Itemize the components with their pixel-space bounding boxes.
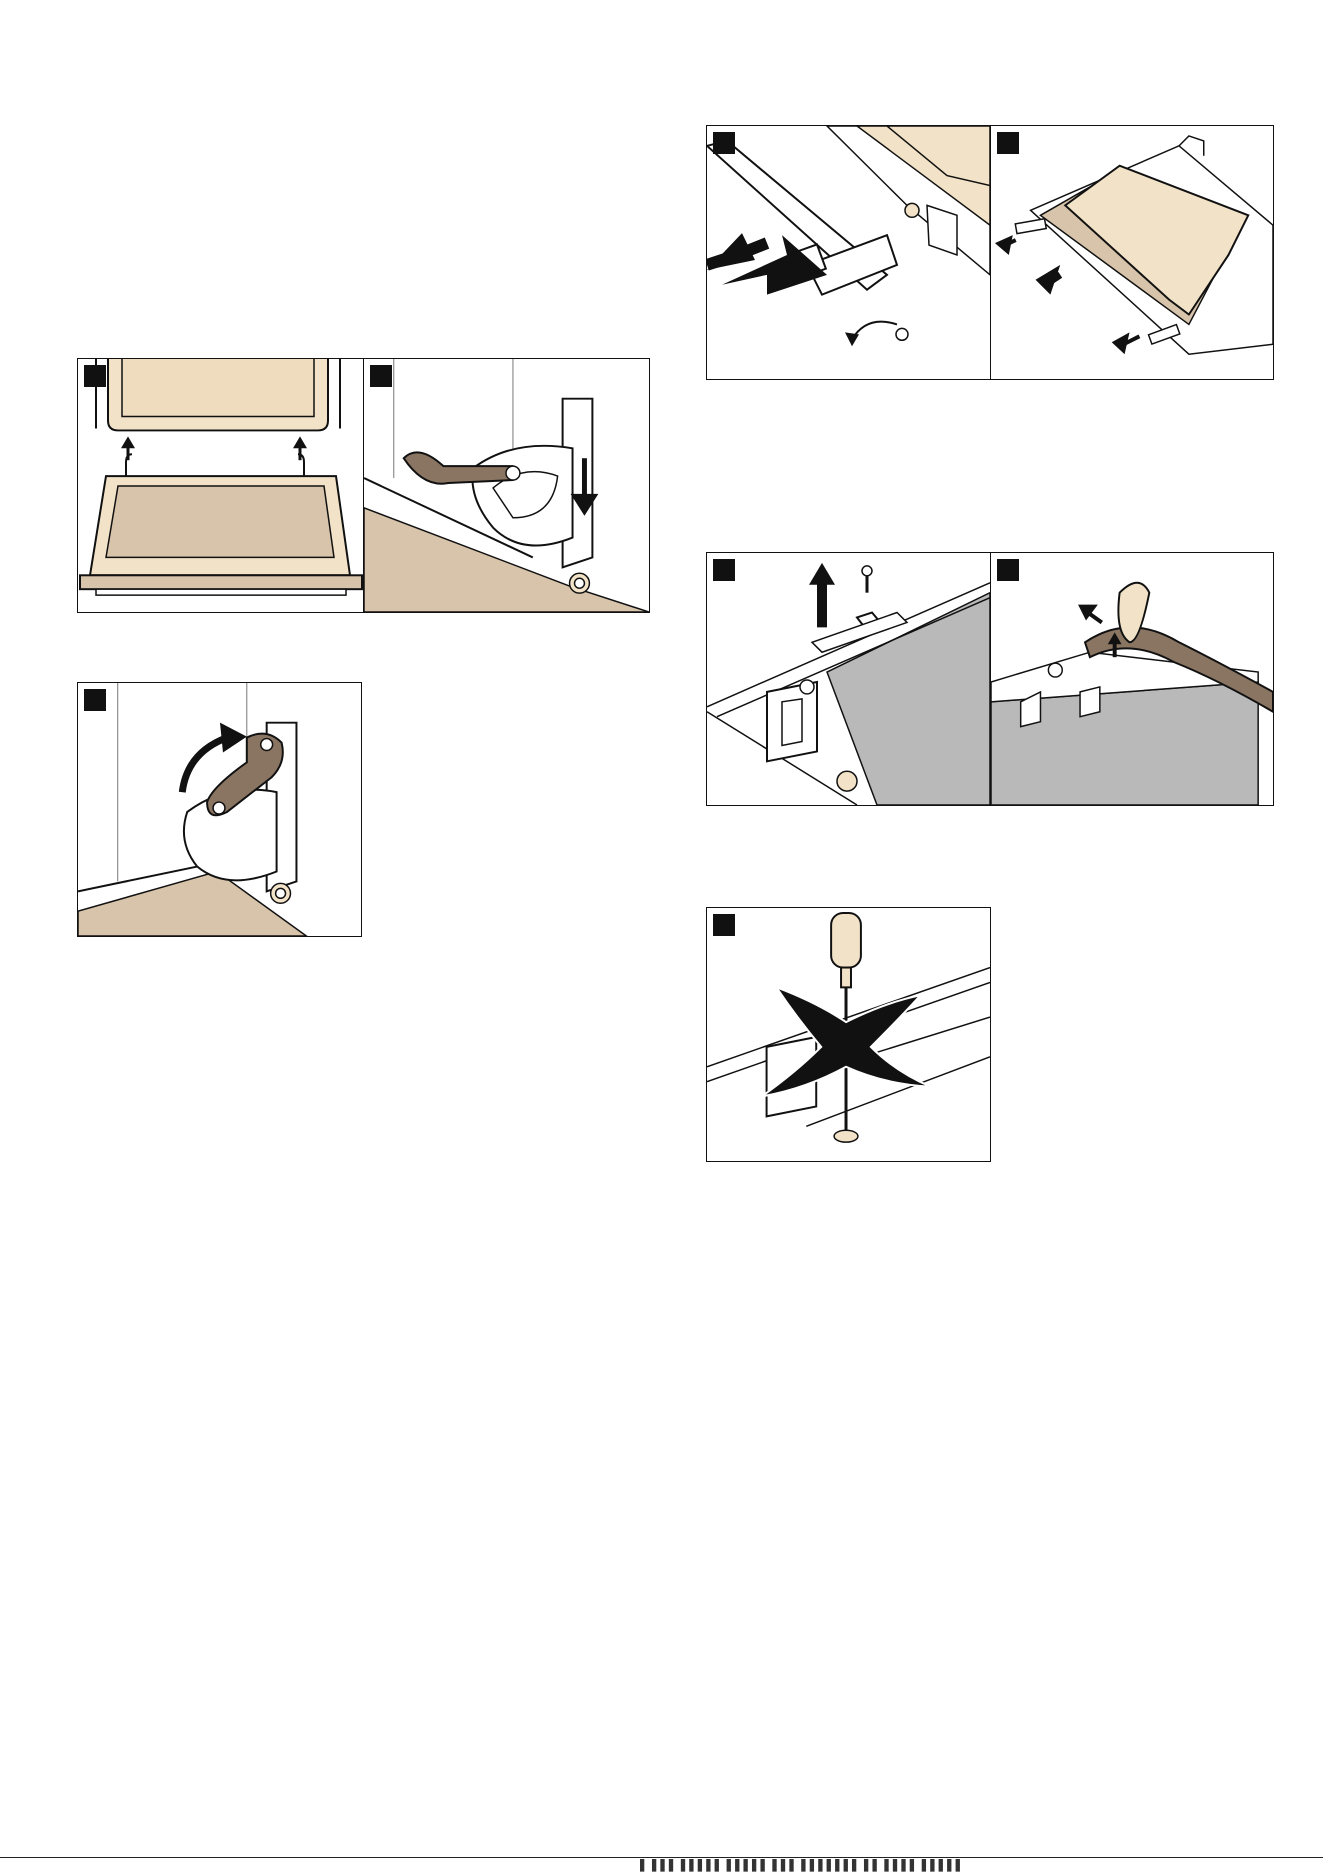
figure-group-2 bbox=[77, 682, 362, 937]
step-marker bbox=[713, 914, 735, 936]
door-seal-removal-illustration bbox=[991, 553, 1273, 805]
step-marker bbox=[370, 365, 392, 387]
figure-group-3 bbox=[706, 125, 1274, 380]
hinge-lever-up-illustration bbox=[78, 683, 361, 936]
step-marker bbox=[997, 559, 1019, 581]
footer-rule bbox=[0, 1857, 1323, 1858]
figure-3 bbox=[78, 683, 361, 936]
figure-5 bbox=[990, 126, 1273, 379]
figure-group-1 bbox=[77, 358, 650, 613]
step-marker bbox=[84, 689, 106, 711]
figure-2 bbox=[363, 359, 649, 612]
figure-4 bbox=[707, 126, 990, 379]
step-marker bbox=[997, 132, 1019, 154]
figure-8 bbox=[707, 908, 990, 1161]
footer-print-code: ▌ ▌▌▌ ▌▌▌▌▌ ▌▌▌▌▌ ▌▌▌ ▌▌▌▌▌▌▌ ▌▌ ▌▌▌▌ ▌▌… bbox=[640, 1859, 964, 1872]
figure-7 bbox=[990, 553, 1273, 805]
retaining-clip-illustration bbox=[707, 553, 990, 805]
step-marker bbox=[713, 559, 735, 581]
glass-pane-removal-illustration bbox=[991, 126, 1273, 379]
oven-door-illustration bbox=[78, 359, 363, 612]
step-marker bbox=[84, 365, 106, 387]
do-not-loosen-screw-illustration bbox=[707, 908, 990, 1161]
figure-6 bbox=[707, 553, 990, 805]
figure-group-5 bbox=[706, 907, 991, 1162]
figure-group-4 bbox=[706, 552, 1274, 806]
cover-strip-removal-illustration bbox=[707, 126, 990, 379]
step-marker bbox=[713, 132, 735, 154]
figure-1 bbox=[78, 359, 363, 612]
hinge-lever-down-illustration bbox=[364, 359, 649, 612]
